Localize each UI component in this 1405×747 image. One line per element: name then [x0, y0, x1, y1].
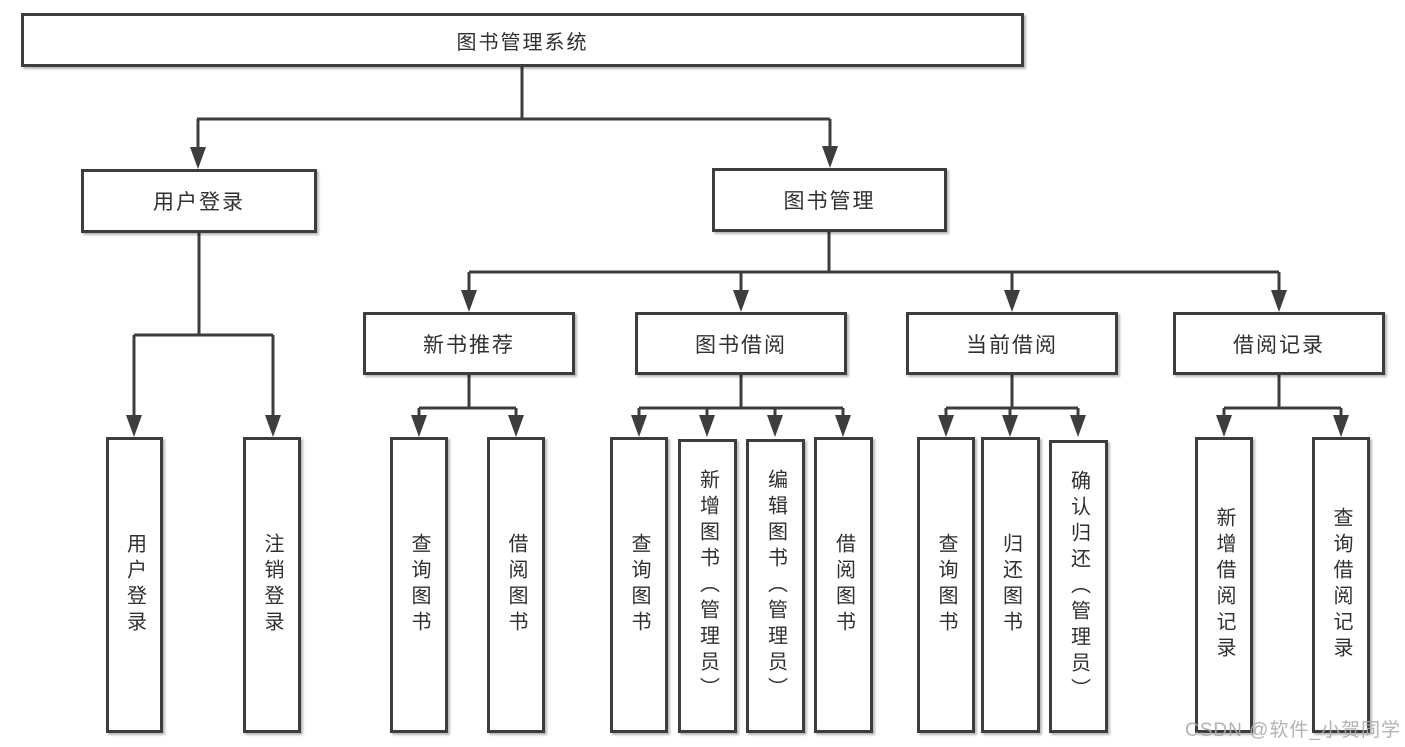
node-new-book-recommendation: 新书推荐 — [363, 312, 575, 375]
leaf-borrow-books-recommend: 借阅图书 — [487, 437, 545, 733]
leaf-add-borrow-record: 新增借阅记录 — [1195, 437, 1253, 733]
arrow-down-icon — [699, 415, 715, 437]
arrow-down-icon — [767, 415, 783, 437]
node-book-borrowing: 图书借阅 — [635, 312, 847, 375]
leaf-user-login-label: 用户登录 — [123, 533, 146, 637]
arrow-down-icon — [411, 415, 427, 437]
leaf-query-books-current: 查询图书 — [917, 437, 975, 733]
leaf-add-borrow-record-label: 新增借阅记录 — [1213, 507, 1235, 663]
node-book-management-label: 图书管理 — [783, 190, 876, 213]
arrow-down-icon — [461, 290, 477, 312]
arrow-down-icon — [1333, 415, 1349, 437]
csdn-watermark: CSDN @软件_小贺同学 — [1185, 720, 1401, 741]
leaf-query-borrow-record-label: 查询借阅记录 — [1330, 507, 1352, 663]
arrow-down-icon — [508, 415, 524, 437]
leaf-confirm-return-admin: 确认归还（管理员） — [1049, 440, 1108, 733]
leaf-query-books-borrowing-label: 查询图书 — [628, 533, 650, 637]
arrow-down-icon — [835, 415, 851, 437]
node-current-borrowing: 当前借阅 — [906, 312, 1118, 375]
leaf-return-books: 归还图书 — [981, 437, 1040, 733]
arrow-down-icon — [733, 290, 749, 312]
leaf-add-book-admin-label: 新增图书（管理员） — [696, 469, 719, 703]
arrow-down-icon — [938, 415, 954, 437]
arrow-down-icon — [822, 146, 838, 168]
leaf-logout-label: 注销登录 — [261, 533, 283, 637]
leaf-query-books-recommend: 查询图书 — [390, 437, 448, 733]
node-new-book-recommendation-label: 新书推荐 — [423, 333, 515, 357]
leaf-edit-book-admin: 编辑图书（管理员） — [746, 439, 805, 733]
arrow-down-icons — [126, 146, 1349, 437]
arrow-down-icon — [1271, 290, 1287, 312]
arrow-down-icon — [1070, 415, 1086, 437]
arrow-down-icon — [1216, 415, 1232, 437]
arrow-down-icon — [631, 415, 647, 437]
arrow-down-icon — [1002, 415, 1018, 437]
leaf-user-login: 用户登录 — [106, 437, 163, 733]
leaf-logout: 注销登录 — [243, 437, 301, 733]
leaf-query-books-recommend-label: 查询图书 — [408, 533, 430, 637]
node-root: 图书管理系统 — [21, 13, 1024, 67]
leaf-confirm-return-admin-label: 确认归还（管理员） — [1067, 469, 1090, 704]
arrow-down-icon — [190, 147, 206, 169]
node-current-borrowing-label: 当前借阅 — [966, 333, 1058, 357]
leaf-query-books-current-label: 查询图书 — [935, 533, 957, 637]
node-user-login: 用户登录 — [81, 169, 317, 233]
node-borrowing-records: 借阅记录 — [1173, 312, 1385, 375]
leaf-borrow-books-borrowing-label: 借阅图书 — [832, 533, 855, 637]
tree-edges — [132, 67, 1343, 419]
leaf-borrow-books-borrowing: 借阅图书 — [814, 437, 873, 733]
leaf-query-books-borrowing: 查询图书 — [610, 437, 668, 733]
node-borrowing-records-label: 借阅记录 — [1233, 333, 1325, 357]
leaf-edit-book-admin-label: 编辑图书（管理员） — [764, 469, 787, 703]
leaf-borrow-books-recommend-label: 借阅图书 — [505, 533, 527, 637]
leaf-add-book-admin: 新增图书（管理员） — [678, 439, 737, 733]
node-root-label: 图书管理系统 — [456, 31, 589, 54]
arrow-down-icon — [1004, 290, 1020, 312]
arrow-down-icon — [126, 415, 142, 437]
leaf-return-books-label: 归还图书 — [999, 533, 1022, 637]
arrow-down-icon — [265, 415, 281, 437]
node-book-borrowing-label: 图书借阅 — [695, 333, 787, 357]
node-book-management: 图书管理 — [712, 168, 947, 232]
leaf-query-borrow-record: 查询借阅记录 — [1312, 437, 1370, 733]
node-user-login-label: 用户登录 — [153, 191, 245, 214]
